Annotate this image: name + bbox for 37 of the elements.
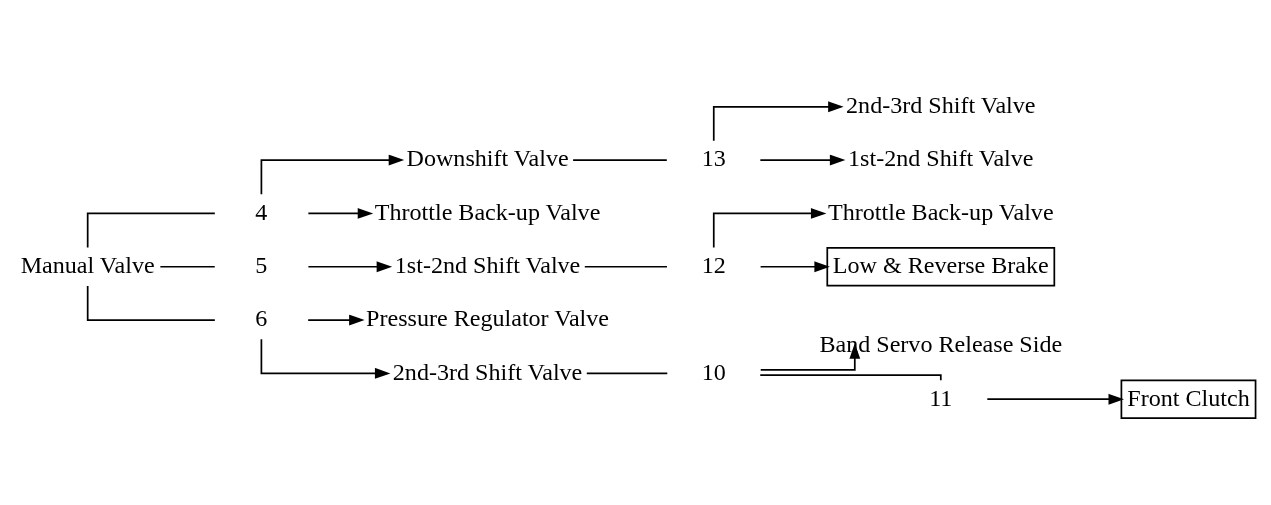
connector xyxy=(583,265,668,268)
node-text: 6 xyxy=(255,304,268,331)
arrow xyxy=(260,154,405,195)
node-text: 13 xyxy=(701,144,726,171)
node-text: Throttle Back-up Valve xyxy=(374,198,601,225)
connector xyxy=(86,284,216,321)
arrow xyxy=(759,154,846,166)
node-text: Downshift Valve xyxy=(406,144,569,171)
arrow xyxy=(307,314,365,325)
connector xyxy=(572,158,668,161)
node-text: Band Servo Release Side xyxy=(819,330,1063,357)
node-text: Throttle Back-up Valve xyxy=(828,198,1054,225)
connector xyxy=(759,373,942,381)
arrow xyxy=(712,100,844,142)
node-box: Low & Reverse Brake xyxy=(826,246,1056,287)
node-text: Manual Valve xyxy=(20,251,155,278)
arrow xyxy=(712,207,827,248)
connector xyxy=(159,265,216,268)
arrow xyxy=(759,342,861,371)
node-text: 1st-2nd Shift Valve xyxy=(848,144,1034,171)
node-text: Pressure Regulator Valve xyxy=(366,304,610,331)
arrow xyxy=(307,207,374,219)
arrow xyxy=(260,337,391,379)
node-text: 2nd-3rd Shift Valve xyxy=(392,358,583,385)
node-text: 2nd-3rd Shift Valve xyxy=(846,91,1036,118)
node-text: 10 xyxy=(701,358,726,385)
node-text: 1st-2nd Shift Valve xyxy=(394,251,581,278)
arrow xyxy=(759,260,830,272)
node-text: 12 xyxy=(701,251,726,278)
node-box: Front Clutch xyxy=(1120,378,1257,419)
connector xyxy=(585,372,669,374)
connector xyxy=(86,212,216,248)
node-text: 11 xyxy=(929,384,953,411)
node-text: 5 xyxy=(255,251,268,278)
arrow xyxy=(986,393,1124,405)
node-text: 4 xyxy=(255,198,268,225)
arrow xyxy=(307,260,393,272)
